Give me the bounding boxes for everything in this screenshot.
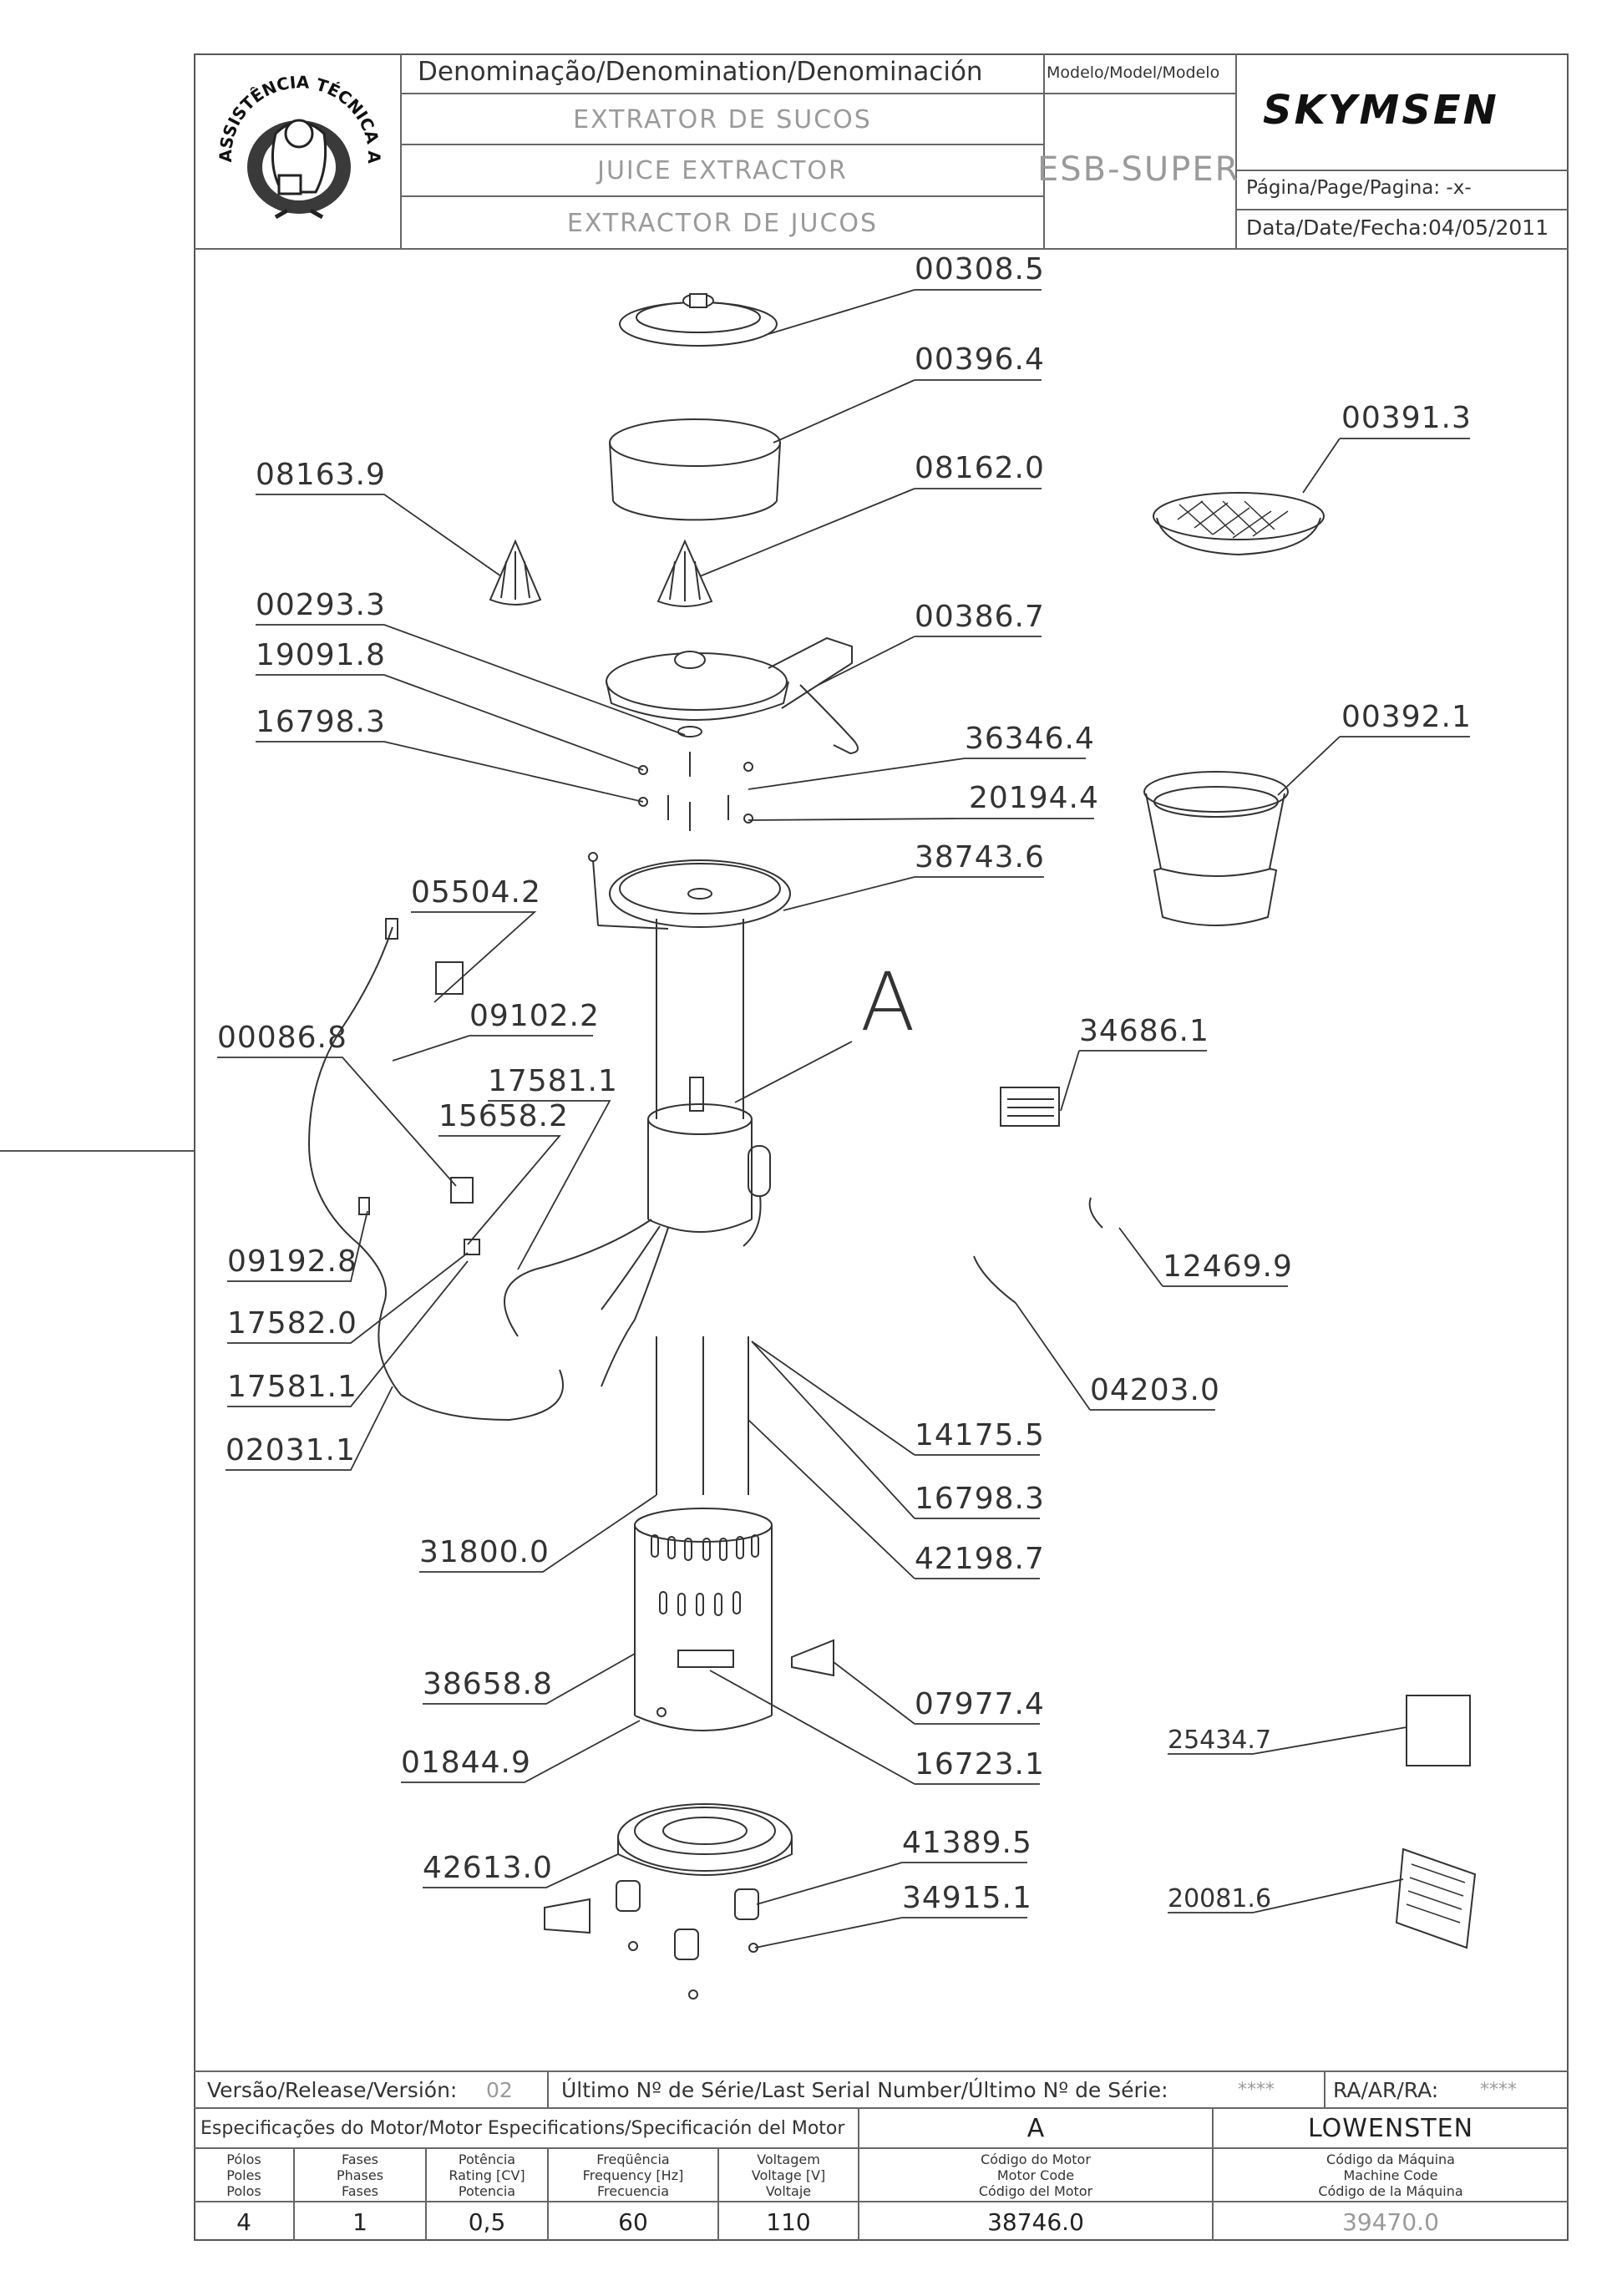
- part-label: 15658.2: [438, 1099, 569, 1133]
- name-en: JUICE EXTRACTOR: [597, 155, 848, 185]
- part-label: 38658.8: [423, 1667, 553, 1701]
- part-label: 00386.7: [915, 600, 1045, 634]
- part-label: 09192.8: [227, 1244, 357, 1279]
- motor-letter: A: [1026, 2113, 1045, 2143]
- spec-col-frequency-label: Freqüência Frequency [Hz] Frecuencia: [582, 2151, 684, 2199]
- motor-column-part: [647, 919, 771, 1247]
- leader-lines: [217, 289, 1470, 1949]
- part-label: 19091.8: [256, 638, 386, 672]
- name-pt: EXTRATOR DE SUCOS: [573, 104, 872, 134]
- power-cord-and-wiring: [307, 918, 669, 1422]
- spec-col-motor-code-label: Código do Motor Motor Code Código del Mo…: [978, 2151, 1093, 2199]
- motor-housing-part: [634, 1508, 773, 1731]
- part-label: 17581.1: [488, 1064, 618, 1098]
- part-label: 14175.5: [915, 1418, 1045, 1452]
- lid-part: [619, 293, 778, 347]
- spec-col-machine-code-label: Código da Máquina Machine Code Código de…: [1318, 2151, 1463, 2199]
- serial-label: Último Nº de Série/Last Serial Number/Úl…: [561, 2078, 1168, 2102]
- part-label: 00308.5: [915, 252, 1045, 286]
- reamer-cones: [489, 539, 713, 607]
- part-label: 04203.0: [1090, 1373, 1220, 1407]
- spec-voltage-value: 110: [766, 2207, 811, 2236]
- sticker-07977: [791, 1639, 834, 1677]
- page-label: Página/Page/Pagina: -x-: [1246, 177, 1472, 199]
- part-label: 17581.1: [227, 1370, 357, 1404]
- part-label: 34915.1: [902, 1881, 1032, 1915]
- part-label: 36346.4: [965, 722, 1095, 756]
- ra-label: RA/AR/RA:: [1333, 2078, 1439, 2102]
- part-label: 07977.4: [915, 1687, 1045, 1721]
- spec-machine-code-value: 39470.0: [1342, 2207, 1439, 2236]
- spec-col-phases-label: Fases Phases Fases: [336, 2151, 384, 2199]
- part-label: 12469.9: [1163, 1249, 1293, 1284]
- ra-value: ****: [1480, 2080, 1517, 2101]
- version-label: Versão/Release/Versión:: [207, 2078, 458, 2102]
- motor-callout-letter: A: [860, 955, 915, 1049]
- model-label: Modelo/Model/Modelo: [1047, 63, 1220, 82]
- motor-manufacturer: LOWENSTEN: [1307, 2113, 1474, 2143]
- part-label: 17582.0: [227, 1306, 357, 1341]
- clip-part-a: [1088, 1197, 1103, 1229]
- part-label: 20081.6: [1168, 1884, 1272, 1913]
- clip-part-b: [973, 1255, 1016, 1304]
- part-label: 20194.4: [969, 781, 1099, 815]
- part-label: 34686.1: [1079, 1014, 1209, 1048]
- serial-value: ****: [1238, 2080, 1275, 2101]
- part-label: 25434.7: [1168, 1726, 1272, 1755]
- model-value: ESB-SUPER: [1037, 150, 1240, 189]
- part-label: 42613.0: [423, 1851, 553, 1885]
- spec-motor-code-value: 38746.0: [987, 2207, 1084, 2236]
- version-value: 02: [486, 2078, 513, 2102]
- base-part: [616, 1803, 793, 1999]
- sticker-01844: [544, 1898, 591, 1934]
- cup-part: [1143, 771, 1289, 926]
- plate-25434: [1406, 1695, 1471, 1766]
- drawing-frame: [194, 53, 1569, 2241]
- spec-frequency-value: 60: [618, 2207, 648, 2236]
- part-label: 00293.3: [256, 588, 386, 622]
- part-label: 16723.1: [915, 1747, 1045, 1782]
- part-label: 08163.9: [256, 458, 386, 492]
- strainer-part: [1153, 492, 1325, 556]
- part-label: 41389.5: [902, 1826, 1032, 1860]
- part-label: 38743.6: [915, 840, 1045, 874]
- brand-logo: SKYMSEN: [1263, 87, 1499, 134]
- part-label: 02031.1: [226, 1433, 356, 1467]
- part-label: 31800.0: [419, 1535, 550, 1569]
- part-label: 00392.1: [1341, 700, 1472, 734]
- denomination-label: Denominação/Denomination/Denominación: [418, 57, 983, 87]
- spec-col-voltage-label: Voltagem Voltage [V] Voltaje: [751, 2151, 826, 2199]
- stamp-emblem: [247, 119, 351, 220]
- part-label: 16798.3: [915, 1482, 1045, 1516]
- part-label: 16798.3: [256, 705, 386, 739]
- name-es: EXTRACTOR DE JUCOS: [566, 208, 879, 238]
- juice-bowl-part: [609, 418, 781, 521]
- part-label: 00086.8: [217, 1021, 347, 1055]
- spec-rating-value: 0,5: [468, 2207, 506, 2236]
- plate-20081: [1395, 1847, 1477, 1949]
- motor-top-plate-part: [592, 859, 791, 930]
- tie-rods: [656, 1336, 749, 1495]
- part-label: 01844.9: [401, 1746, 531, 1780]
- part-label: 09102.2: [469, 999, 600, 1033]
- spec-col-rating-label: Potência Rating [CV] Potencia: [449, 2151, 525, 2199]
- motor-spec-label: Especificações do Motor/Motor Especifica…: [200, 2118, 845, 2139]
- spec-poles-value: 4: [236, 2207, 251, 2236]
- warning-label-part: [1000, 1087, 1060, 1127]
- spec-col-poles-label: Pólos Poles Polos: [226, 2151, 261, 2199]
- part-label: 00396.4: [915, 342, 1045, 377]
- part-label: 42198.7: [915, 1542, 1045, 1576]
- spec-phases-value: 1: [352, 2207, 367, 2236]
- margin-tick: [0, 1150, 194, 1152]
- part-label: 00391.3: [1341, 401, 1472, 435]
- part-label: 05504.2: [411, 875, 541, 910]
- date-label: Data/Date/Fecha:04/05/2011: [1246, 215, 1549, 240]
- part-label: 08162.0: [915, 451, 1045, 485]
- juice-housing-part: [606, 636, 859, 755]
